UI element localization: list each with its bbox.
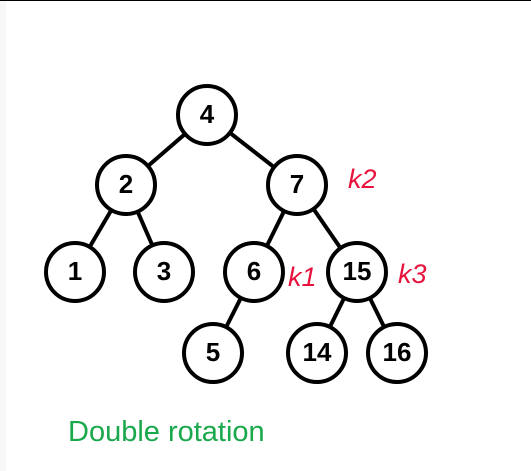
- tree-node-16: 16: [366, 322, 428, 384]
- node-circle: [133, 241, 195, 303]
- tree-node-5: 5: [182, 322, 244, 384]
- tree-node-15: 15: [326, 241, 388, 303]
- node-label: 14: [303, 337, 332, 367]
- tree-node-4: 4: [176, 84, 238, 146]
- node-circle: [182, 322, 244, 384]
- tag-k3: k3: [398, 259, 427, 289]
- tree-node-1: 1: [44, 241, 106, 303]
- node-label: 7: [290, 169, 304, 199]
- node-circle: [286, 322, 348, 384]
- tree-node-7: 7: [266, 154, 328, 216]
- tag-k2: k2: [348, 164, 377, 194]
- left-margin-strip: [0, 1, 6, 471]
- node-circle: [366, 322, 428, 384]
- node-label: 16: [383, 337, 412, 367]
- node-label: 5: [206, 337, 220, 367]
- node-circle: [44, 241, 106, 303]
- node-circle: [266, 154, 328, 216]
- node-circle: [223, 241, 285, 303]
- top-border: [0, 0, 531, 1]
- node-circle: [176, 84, 238, 146]
- node-label: 4: [200, 99, 215, 129]
- node-label: 6: [247, 256, 261, 286]
- tree-node-2: 2: [95, 154, 157, 216]
- tree-node-3: 3: [133, 241, 195, 303]
- tree-node-14: 14: [286, 322, 348, 384]
- node-label: 1: [68, 256, 82, 286]
- node-label: 3: [157, 256, 171, 286]
- diagram-caption: Double rotation: [68, 416, 265, 448]
- tree-node-6: 6: [223, 241, 285, 303]
- node-label: 2: [119, 169, 133, 199]
- node-label: 15: [343, 256, 372, 286]
- tag-k1: k1: [288, 262, 317, 292]
- node-circle: [95, 154, 157, 216]
- node-circle: [326, 241, 388, 303]
